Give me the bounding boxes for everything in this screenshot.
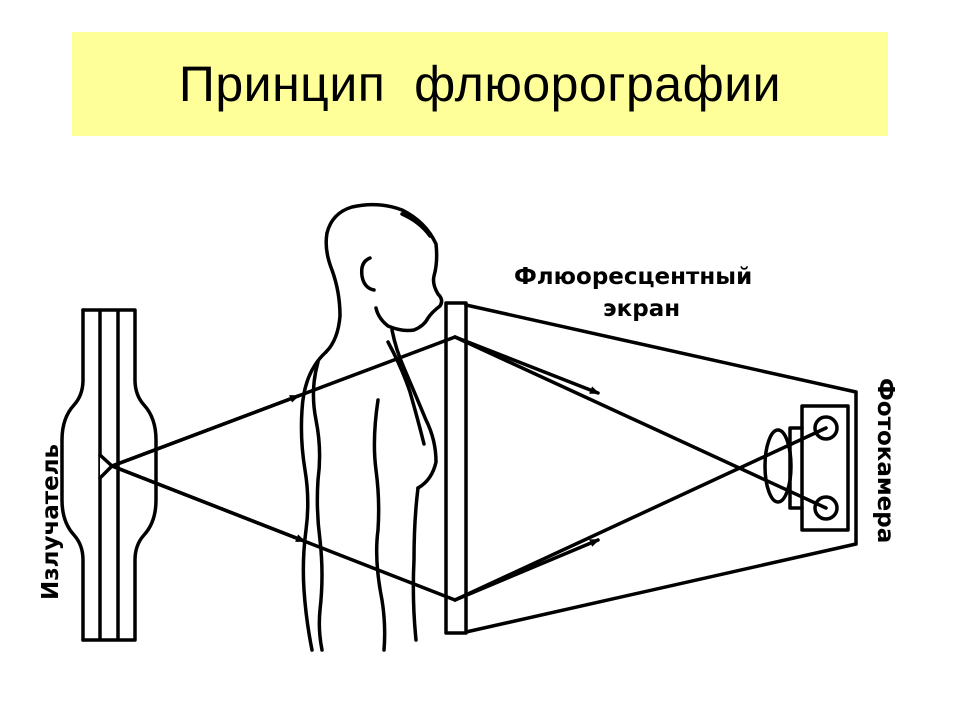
emitter-label: Излучатель [38,444,64,600]
screen-label-line1: Флюоресцентный [514,264,752,290]
title-banner: Принцип флюорографии [72,32,888,136]
screen-label-line2: экран [603,296,680,322]
photocamera [763,404,850,532]
fluorescent-screen [444,301,468,635]
camera-housing [464,303,858,634]
camera-label: Фотокамера [872,378,898,543]
page-title: Принцип флюорографии [178,56,782,112]
emitter-tube [60,308,158,642]
light-beams [453,335,828,602]
person-silhouette [299,202,444,652]
